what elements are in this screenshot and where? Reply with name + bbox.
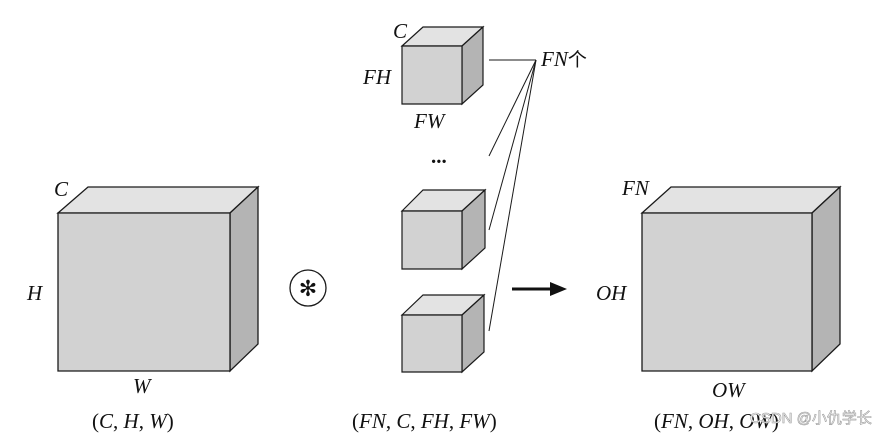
filter-count-label: FN个 — [540, 47, 587, 71]
output-shape-oh: OH — [698, 409, 730, 433]
filter-shape-sep1: , — [386, 409, 397, 433]
filter-ellipsis: ... — [431, 144, 447, 168]
input-shape-sep2: , — [139, 409, 150, 433]
output-box-front — [641, 212, 813, 372]
filter-cube-2 — [400, 188, 487, 271]
filter-shape: (FN, C, FH, FW) — [352, 409, 497, 433]
output-shape-open: ( — [654, 409, 661, 433]
watermark: CSDN @小仇学长 — [750, 410, 872, 427]
input-label-c: C — [54, 177, 69, 201]
output-box-top — [640, 186, 842, 214]
output-shape-sep2: , — [729, 409, 740, 433]
filter-cube-3 — [400, 293, 486, 374]
filter-cube-3-front — [401, 314, 463, 373]
filter-shape-close: ) — [490, 409, 497, 433]
input-shape-open: ( — [92, 409, 99, 433]
filter-label-fh: FH — [362, 65, 393, 89]
filter-count-fn: FN — [540, 47, 569, 71]
output-label-oh: OH — [596, 281, 628, 305]
convolution-operator: ✻ — [289, 269, 327, 307]
filter-shape-fn: FN — [358, 409, 387, 433]
filter-shape-sep2: , — [410, 409, 421, 433]
output-shape: (FN, OH, OW) — [654, 409, 779, 433]
filter-count-unit: 个 — [568, 49, 587, 71]
filter-shape-sep3: , — [449, 409, 460, 433]
right-arrow-icon — [512, 282, 567, 296]
convolution-asterisk-icon: ✻ — [299, 277, 317, 302]
connector-line-2 — [488, 59, 537, 157]
filter-shape-fh: FH — [420, 409, 451, 433]
output-label-ow: OW — [712, 378, 747, 402]
filter-shape-fw: FW — [458, 409, 492, 433]
input-shape-w: W — [149, 409, 169, 433]
filter-label-fw: FW — [413, 109, 447, 133]
input-shape-sep1: , — [113, 409, 124, 433]
input-shape-c: C — [99, 409, 114, 433]
input-shape-close: ) — [167, 409, 174, 433]
output-shape-fn: FN — [660, 409, 689, 433]
input-box-side — [229, 185, 259, 373]
filter-shape-c: C — [396, 409, 411, 433]
input-label-w: W — [133, 374, 153, 398]
connector-line-4 — [488, 59, 537, 332]
input-label-h: H — [26, 281, 44, 305]
arrow-head — [550, 282, 567, 296]
output-label-fn: FN — [621, 176, 650, 200]
input-box-top — [56, 186, 260, 214]
filter-cube-1-front — [401, 45, 463, 105]
operator-circle — [289, 269, 327, 307]
input-shape-h: H — [123, 409, 141, 433]
filter-shape-open: ( — [352, 409, 359, 433]
input-box — [56, 185, 260, 373]
output-shape-sep1: , — [688, 409, 699, 433]
connector-line-3 — [488, 59, 537, 231]
filter-cube-1 — [400, 25, 485, 106]
input-shape: (C, H, W) — [92, 409, 174, 433]
output-shape-ow: OW — [739, 409, 774, 433]
output-box-side — [811, 185, 841, 373]
filter-label-c: C — [393, 19, 408, 43]
output-shape-close: ) — [772, 409, 779, 433]
output-box — [640, 185, 842, 373]
input-box-front — [57, 212, 231, 372]
filter-connector-lines — [488, 59, 537, 332]
filter-cube-2-front — [401, 210, 463, 270]
